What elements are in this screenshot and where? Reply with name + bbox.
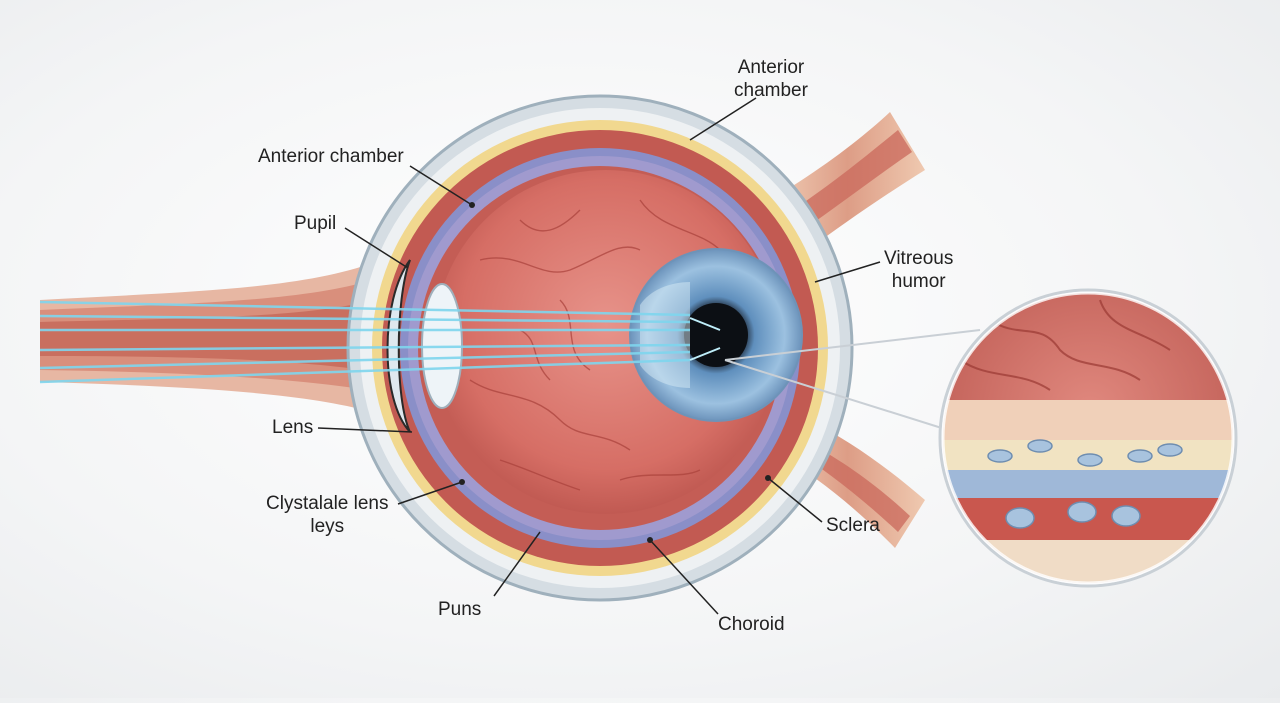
- label-anterior-chamber-left: Anterior chamber: [258, 146, 404, 167]
- label-choroid: Choroid: [718, 614, 785, 635]
- label-sclera: Sclera: [826, 515, 880, 536]
- label-anterior-chamber-top: Anterior chamber: [734, 57, 808, 101]
- label-puns: Puns: [438, 599, 482, 620]
- zoom-retina-detail: [938, 288, 1238, 588]
- left-muscle-bundle: [40, 262, 395, 412]
- label-clystalale-lens-leys: Clystalale lens leys: [266, 493, 389, 537]
- iris: [629, 248, 803, 422]
- label-vitreous-humor: Vitreous humor: [884, 248, 954, 292]
- label-pupil: Pupil: [294, 213, 337, 234]
- light-rays: [39, 300, 691, 384]
- label-lens: Lens: [272, 417, 314, 438]
